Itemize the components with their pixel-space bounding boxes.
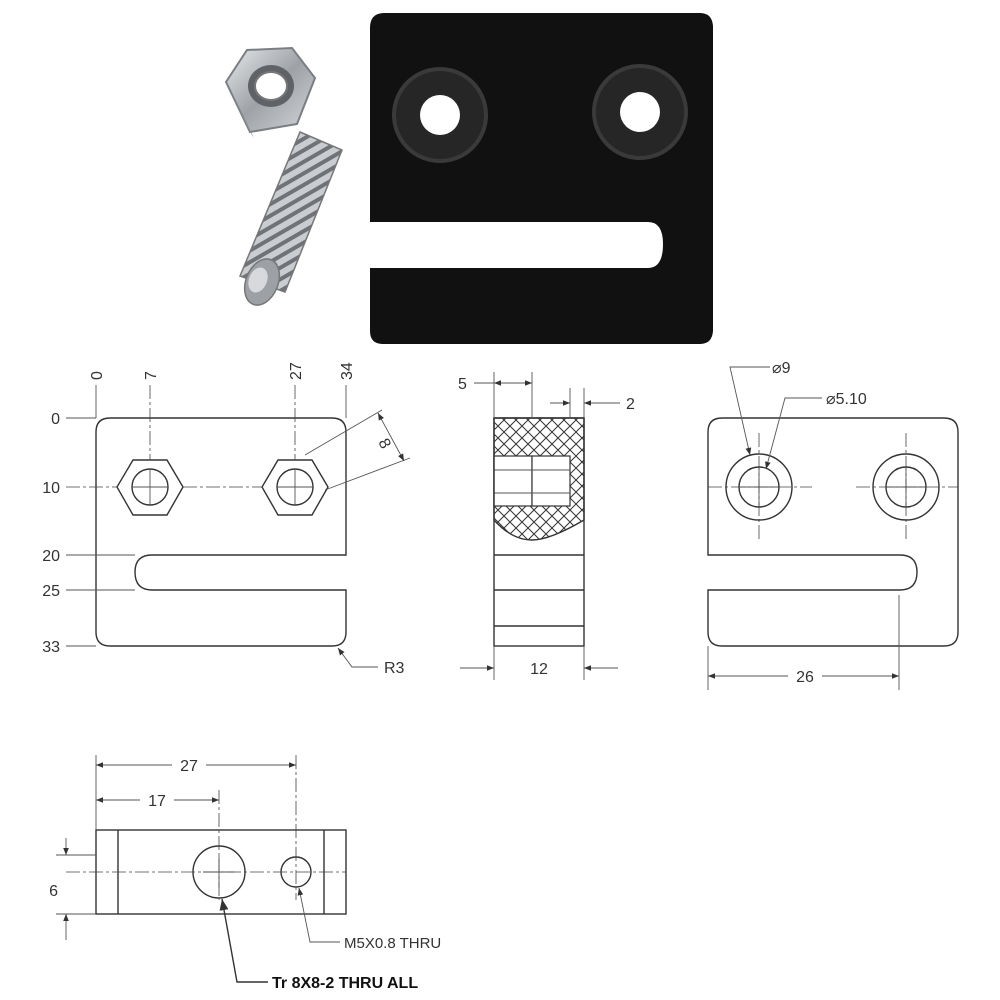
offset-left-label: 5 bbox=[458, 376, 467, 393]
side-width-label: 12 bbox=[530, 661, 548, 678]
bottom-width-label: 26 bbox=[796, 669, 814, 686]
hole-left bbox=[708, 433, 812, 540]
product-photo bbox=[224, 13, 713, 344]
block-body bbox=[370, 13, 713, 344]
y-tick-25: 25 bbox=[42, 583, 60, 600]
y-tick-33: 33 bbox=[42, 639, 60, 656]
x-tick-7: 7 bbox=[143, 371, 160, 380]
offset-right-label: 2 bbox=[626, 396, 635, 413]
hole-right bbox=[856, 433, 958, 540]
hex-nut-icon bbox=[224, 46, 317, 138]
hex-nut-right bbox=[261, 459, 329, 516]
callout-small-label: M5X0.8 THRU bbox=[344, 935, 441, 952]
nut-size-label: 8 bbox=[374, 436, 393, 452]
end-view: 27 17 6 M5X0.8 THRU Tr 8X8-2 THRU ALL bbox=[49, 753, 441, 992]
y-tick-0: 0 bbox=[51, 411, 60, 428]
hole-small-label: ⌀5.10 bbox=[826, 391, 867, 408]
end-width-partial-label: 17 bbox=[148, 793, 166, 810]
hole-large-label: ⌀9 bbox=[772, 360, 791, 377]
side-view: 5 2 12 bbox=[458, 372, 635, 680]
end-width-total-label: 27 bbox=[180, 758, 198, 775]
top-view: 0 7 27 34 0 10 20 25 33 8 R3 bbox=[42, 362, 411, 677]
hex-nut-left bbox=[116, 459, 184, 516]
x-tick-34: 34 bbox=[339, 362, 356, 380]
callout-large-label: Tr 8X8-2 THRU ALL bbox=[272, 975, 418, 992]
block-photo bbox=[370, 13, 713, 344]
threaded-screw-icon bbox=[239, 131, 343, 306]
y-tick-20: 20 bbox=[42, 548, 60, 565]
x-tick-0: 0 bbox=[89, 371, 106, 380]
corner-radius-label: R3 bbox=[384, 660, 405, 677]
end-height-label: 6 bbox=[49, 883, 58, 900]
x-tick-27: 27 bbox=[288, 362, 305, 380]
y-tick-10: 10 bbox=[42, 480, 60, 497]
bottom-view: ⌀9 ⌀5.10 26 bbox=[707, 360, 959, 690]
